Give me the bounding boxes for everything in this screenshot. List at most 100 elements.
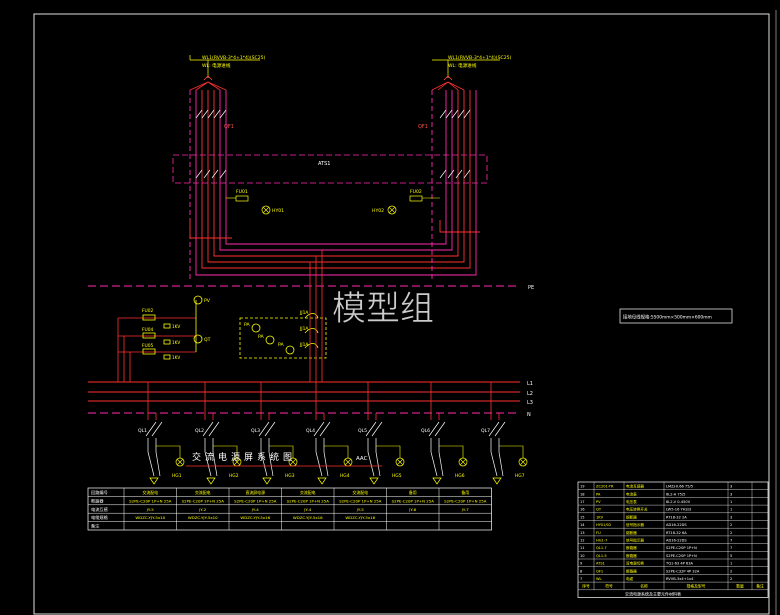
parts-cell: 熔断器 [626, 530, 637, 535]
l3-label: L3 [527, 400, 533, 406]
ta2-label: JJ1A [299, 326, 308, 332]
circuit-cell: JY-4 [303, 507, 311, 512]
parts-cell: 3 [730, 515, 732, 519]
parts-cell: 电缆 [626, 576, 634, 581]
hg-label: HG3 [285, 473, 295, 479]
circuit-cell: JY-6 [408, 507, 416, 512]
circuit-cell: 直流屏电源 [246, 490, 266, 495]
circuit-cell: S2PE-C20P 1P+N 25A [444, 498, 487, 503]
parts-cell: RVVB-3x4+1x4 [666, 577, 694, 581]
circuit-cell: 备用 [461, 490, 469, 495]
breaker-contact [145, 421, 163, 437]
parts-cell: 1KV [596, 515, 604, 519]
parts-cell: 8 [580, 569, 583, 573]
circuit-row-label: 备注 [91, 523, 100, 530]
pe-bus-label: PE [528, 285, 534, 291]
qf-contacts [195, 109, 471, 119]
parts-cell: 16 [580, 508, 585, 512]
parts-cell: 3 [730, 485, 732, 489]
outlet-arrow [149, 477, 159, 485]
ql-label: QL5 [358, 428, 367, 434]
circuit-cell: WDZC-YJY-5x16 [293, 515, 323, 520]
parts-cell: 5 [730, 554, 732, 558]
parts-cell: 15 [580, 515, 585, 519]
parts-cell: QL1-7 [596, 546, 607, 550]
circuit-cell: S2PE-C20P 1P+N 25A [182, 498, 225, 503]
parts-cell: 电流表 [626, 491, 637, 496]
parts-cell: 2 [730, 531, 732, 535]
parts-cell: 电压转换开关 [626, 507, 648, 512]
parts-cell: 19 [580, 485, 585, 489]
parts-cell: 断路器 [626, 568, 637, 573]
feeder-conductors [189, 90, 480, 280]
ql-label: QL2 [195, 428, 204, 434]
pv-label: PV [204, 298, 211, 304]
ats-contacts [195, 169, 471, 179]
parts-header-cell: 序号 [582, 584, 590, 589]
ats-box [172, 154, 488, 184]
parts-cell: S2PE-C32P 4P 32A [666, 569, 700, 573]
ql-label: QL6 [421, 428, 430, 434]
parts-cell: 18 [580, 492, 585, 496]
left-feed-note: WL: 电源进线 [202, 62, 231, 69]
circuit-cell: 交流配电 [352, 490, 368, 495]
drawing-code: AAC [356, 456, 368, 462]
parts-table-frame [577, 481, 769, 598]
hy-left-label: HY01 [272, 208, 284, 214]
breaker-contact [258, 421, 276, 437]
parts-header-cell: 数量 [736, 584, 744, 589]
parts-cell: AD16-22DS [666, 523, 687, 527]
parts-cell: PV [596, 500, 601, 504]
parts-cell: 电流互感器 [626, 484, 644, 489]
circuit-cell: WDZC-YJY-5x10 [135, 515, 165, 520]
ql-label: QL3 [251, 428, 260, 434]
parts-cell: S2PE-C20P 1P+N [666, 554, 697, 558]
hg-label: HG6 [455, 473, 465, 479]
parts-cell: 信号指示器 [626, 522, 644, 527]
parts-cell: 17 [580, 500, 585, 504]
breaker-contact [488, 421, 506, 437]
breaker-contact [428, 421, 446, 437]
circuit-row-label: 断路器 [91, 497, 104, 504]
outlet-arrow [262, 477, 272, 485]
qf-left-label: QF1 [224, 124, 234, 130]
circuit-cell: S2PE-C20P 1P+N 25A [339, 498, 382, 503]
l2-label: L2 [527, 391, 533, 397]
pa3-label: PA [278, 342, 284, 348]
l1-label: L1 [527, 381, 533, 387]
parts-cell: 熔断器 [626, 514, 637, 519]
circuit-cell: JY-5 [146, 507, 154, 512]
parts-cell: 电压表 [626, 499, 637, 504]
circuit-cell: 交流配电 [300, 490, 316, 495]
parts-cell: 9 [580, 562, 583, 566]
incoming-feed-left: WL1(RVVB-3*4+1*4)(SC25) WL: 电源进线 QF1 [189, 55, 266, 130]
parts-cell: 7 [580, 577, 582, 581]
parts-cell: 1 [730, 508, 732, 512]
parts-cell: 2 [730, 523, 732, 527]
parts-cell: TQ1-63 4P 63A [665, 562, 693, 566]
parts-cell: AD16-22DS [666, 539, 687, 543]
hg-label: HG5 [392, 473, 402, 479]
outlet-arrow [206, 477, 216, 485]
breaker-contact [202, 421, 220, 437]
parts-cell: ZC201-TR [596, 485, 614, 489]
annotation-text: 接地母线规格:5500mm×500mm×600mm [623, 314, 712, 321]
parts-cell: QT [596, 508, 602, 512]
parts-cell: 2 [730, 569, 732, 573]
watermark: 模型组 [332, 289, 434, 329]
circuit-cell: WDZC-YJY-5x16 [240, 515, 270, 520]
parts-cell: QF1 [596, 569, 603, 573]
ta1-label: JJ1A [299, 310, 308, 316]
n-label: N [527, 412, 531, 418]
circuit-cell: 备用 [409, 490, 417, 495]
circuit-cell: S2PE-C20P 1P+N 25A [129, 498, 172, 503]
drawing-title: 交流电源屏系统图 [192, 451, 296, 463]
circuit-cell: JY-5 [356, 507, 364, 512]
